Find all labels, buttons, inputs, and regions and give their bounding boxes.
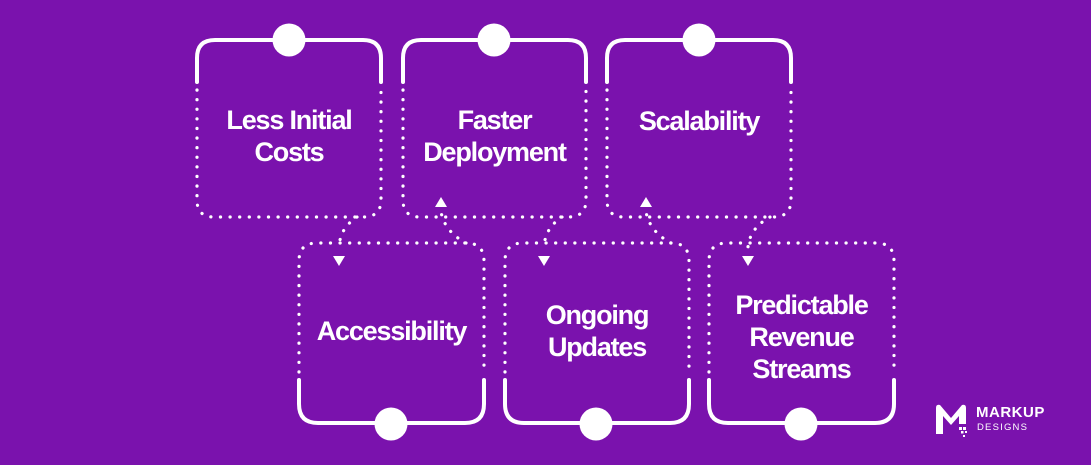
markup-designs-logo: MARKUP DESIGNS (932, 400, 1052, 440)
arrow-up-deployment (435, 197, 447, 207)
node-circle-predictable-revenue (784, 407, 818, 441)
card-scalability-dots (605, 88, 793, 219)
arrow-down-updates (538, 256, 550, 266)
connector-accessibility-to-deployment (439, 210, 468, 245)
arrow-down-accessibility (333, 256, 345, 266)
logo-brand-text: MARKUP (976, 404, 1045, 421)
node-circle-ongoing-updates (579, 407, 613, 441)
connector-scalability-to-revenue (746, 215, 772, 249)
logo-sub-text: DESIGNS (977, 422, 1029, 433)
card-label-accessibility: Accessibility (316, 316, 468, 346)
connector-deployment-to-updates (542, 215, 564, 249)
card-label-predictable-revenue-streams: Predictable Revenue Streams (735, 290, 869, 384)
arrow-down-revenue (742, 256, 754, 266)
connector-updates-to-scalability (644, 210, 673, 245)
node-circle-accessibility (374, 407, 408, 441)
node-circle-scalability (682, 23, 716, 57)
connector-costs-to-accessibility (337, 215, 359, 249)
card-label-scalability: Scalability (638, 106, 761, 136)
node-circle-less-initial-costs (272, 23, 306, 57)
logo-m-mark (936, 404, 967, 437)
arrow-up-scalability (640, 197, 652, 207)
card-faster-deployment-dots (401, 88, 588, 219)
node-circle-faster-deployment (477, 23, 511, 57)
card-label-faster-deployment: Faster Deployment (423, 105, 567, 167)
card-label-ongoing-updates: Ongoing Updates (545, 300, 650, 362)
card-less-initial-costs-dots (195, 88, 383, 219)
card-label-less-initial-costs: Less Initial Costs (226, 105, 352, 167)
card-accessibility-dots (297, 241, 486, 374)
